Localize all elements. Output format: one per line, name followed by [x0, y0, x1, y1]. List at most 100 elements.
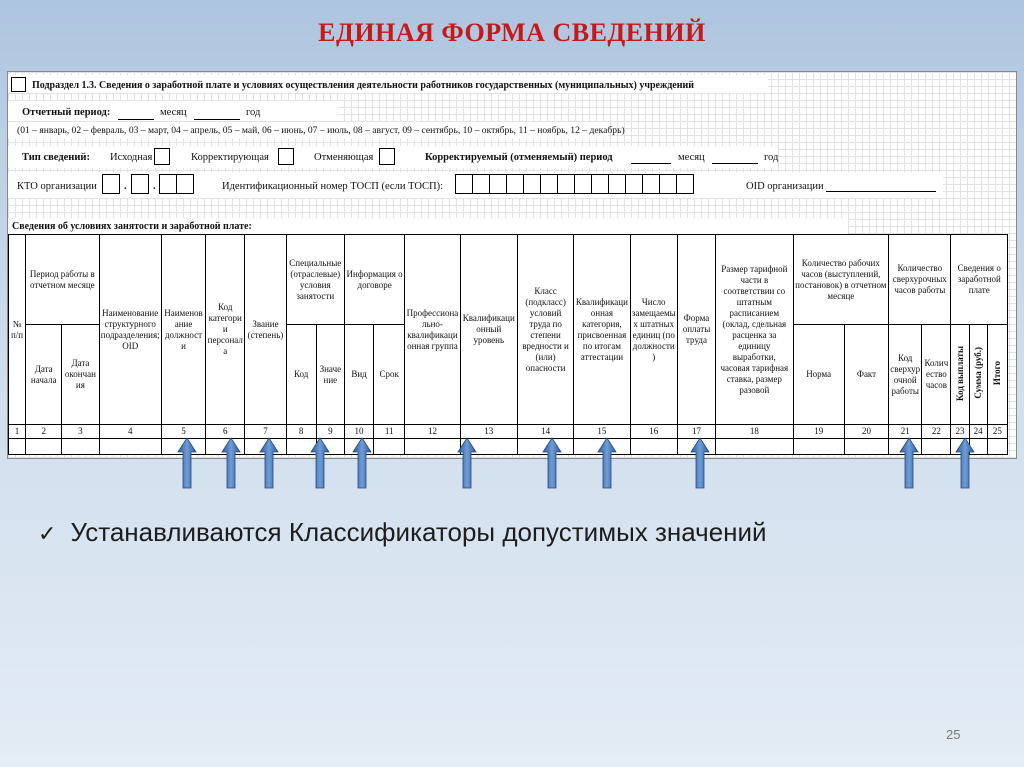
data-cell-4[interactable] [98, 438, 162, 455]
data-cell-1[interactable] [7, 438, 27, 455]
data-cell-8[interactable] [285, 438, 317, 455]
data-cell-16[interactable] [629, 438, 678, 455]
data-entry-row [7, 438, 1009, 455]
period-year-label: год [246, 107, 261, 118]
column-number-4: 4 [98, 424, 162, 439]
col-header-start-date: Дата начала [25, 324, 63, 425]
col-header-qual-level: Квалификационный уровень [459, 234, 518, 425]
col-header-special-conditions: Специальные (отраслевые) условия занятос… [285, 234, 345, 325]
section-label: Сведения об условиях занятости и заработ… [12, 221, 252, 232]
total-vertical-label: Итого [991, 360, 1002, 386]
col-header-position: Наименование должности [160, 234, 207, 425]
data-cell-15[interactable] [573, 438, 631, 455]
col-header-pay-form: Форма оплаты труда [676, 234, 717, 425]
col-header-norm: Норма [792, 324, 845, 425]
tosp-label: Идентификационный номер ТОСП (если ТОСП)… [222, 181, 444, 192]
column-number-2: 2 [25, 424, 63, 439]
column-number-24: 24 [968, 424, 988, 439]
data-cell-23[interactable] [950, 438, 970, 455]
column-number-22: 22 [921, 424, 952, 439]
column-number-23: 23 [950, 424, 970, 439]
col-header-tariff: Размер тарифной части в соответствии со … [715, 234, 794, 425]
col-header-staff-units: Число замещаемых штатных единиц (по долж… [629, 234, 678, 425]
page-number: 25 [946, 727, 961, 742]
col-header-unit: Наименование структурного подразделения;… [98, 234, 162, 425]
corrected-month-label: месяц [678, 152, 705, 163]
period-label: Отчетный период: [22, 107, 111, 118]
checkmark-icon: ✓ [38, 521, 57, 546]
column-number-1: 1 [7, 424, 27, 439]
column-number-15: 15 [573, 424, 631, 439]
col-header-contract: Информация о договоре [343, 234, 406, 325]
type-correcting-checkbox[interactable] [278, 148, 294, 165]
col-header-overtime: Количество сверхурочных часов работы [888, 234, 952, 325]
subsection-title: Подраздел 1.3. Сведения о заработной пла… [32, 80, 695, 91]
type-cancelling-checkbox[interactable] [379, 148, 395, 165]
column-number-17: 17 [676, 424, 717, 439]
data-cell-17[interactable] [676, 438, 717, 455]
slide-title: ЕДИНАЯ ФОРМА СВЕДЕНИЙ [318, 18, 706, 47]
data-cell-2[interactable] [25, 438, 63, 455]
subsection-checkbox[interactable] [11, 77, 26, 92]
period-month-field[interactable] [118, 106, 154, 120]
col-header-contract-term: Срок [373, 324, 406, 425]
kto-field-1[interactable] [102, 174, 120, 194]
col-header-rank: Звание (степень) [244, 234, 287, 425]
data-cell-6[interactable] [205, 438, 246, 455]
data-cell-25[interactable] [986, 438, 1009, 455]
col-header-total: Итого [986, 324, 1009, 425]
data-cell-20[interactable] [843, 438, 890, 455]
kto-label: КТО организации [17, 181, 97, 192]
kto-field-2[interactable] [131, 174, 149, 194]
data-cell-19[interactable] [792, 438, 845, 455]
column-number-9: 9 [315, 424, 345, 439]
col-header-contract-type: Вид [343, 324, 375, 425]
col-header-period: Период работы в отчетном месяце [25, 234, 100, 325]
column-number-8: 8 [285, 424, 317, 439]
data-cell-22[interactable] [921, 438, 952, 455]
column-number-18: 18 [715, 424, 794, 439]
data-cell-13[interactable] [459, 438, 518, 455]
period-month-label: месяц [160, 107, 187, 118]
oid-label: OID организации [746, 181, 824, 192]
corrected-month-field[interactable] [631, 150, 671, 164]
tosp-field[interactable] [455, 174, 694, 194]
corrected-year-field[interactable] [712, 150, 758, 164]
data-cell-10[interactable] [343, 438, 375, 455]
info-type-label: Тип сведений: [22, 152, 90, 163]
column-number-14: 14 [516, 424, 575, 439]
data-cell-5[interactable] [160, 438, 207, 455]
data-cell-18[interactable] [715, 438, 794, 455]
data-cell-7[interactable] [244, 438, 287, 455]
bullet-text: Устанавливаются Классификаторы допустимы… [70, 517, 767, 547]
data-cell-11[interactable] [373, 438, 406, 455]
data-cell-9[interactable] [315, 438, 345, 455]
col-header-hours: Количество рабочих часов (выступлений, п… [792, 234, 890, 325]
corrected-period-label: Корректируемый (отменяемый) период [425, 152, 613, 163]
corrected-year-label: год [764, 152, 779, 163]
column-number-7: 7 [244, 424, 287, 439]
column-number-25: 25 [986, 424, 1009, 439]
col-header-ot-count: Количество часов [921, 324, 952, 425]
column-number-20: 20 [843, 424, 890, 439]
column-number-11: 11 [373, 424, 406, 439]
kto-field-3[interactable] [159, 174, 194, 194]
col-header-sum: Сумма (руб.) [968, 324, 988, 425]
data-cell-12[interactable] [404, 438, 461, 455]
data-cell-3[interactable] [61, 438, 100, 455]
months-legend: (01 – январь, 02 – февраль, 03 – март, 0… [17, 125, 625, 136]
col-header-pay-code: Код выплаты [950, 324, 970, 425]
column-number-19: 19 [792, 424, 845, 439]
col-header-class: Класс (подкласс) условий труда по степен… [516, 234, 575, 425]
data-cell-21[interactable] [888, 438, 923, 455]
type-initial-checkbox[interactable] [154, 148, 170, 165]
period-year-field[interactable] [194, 106, 240, 120]
type-initial-label: Исходная [110, 152, 153, 163]
data-cell-14[interactable] [516, 438, 575, 455]
pay-code-vertical-label: Код выплаты [954, 345, 965, 401]
column-number-10: 10 [343, 424, 375, 439]
col-header-ot-code: Код сверхурочной работы [888, 324, 923, 425]
oid-field[interactable] [826, 179, 936, 192]
data-cell-24[interactable] [968, 438, 988, 455]
